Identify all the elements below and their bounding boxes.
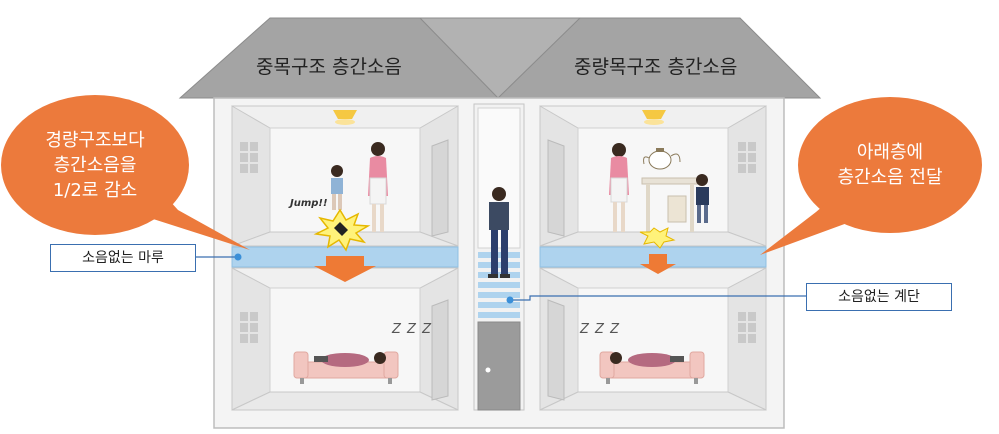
door-icon <box>547 299 565 401</box>
sofa-icon <box>293 351 399 384</box>
bubble-left-line-1: 경량구조보다 <box>45 130 145 151</box>
zzz-left: Z Z Z <box>392 322 432 337</box>
silent-stairs <box>478 252 520 318</box>
left-rooms <box>231 105 459 411</box>
sofa-icon <box>599 351 705 384</box>
door-icon <box>431 299 449 401</box>
noise-arrow-left <box>314 256 376 282</box>
bubble-right-line-1: 아래층에 <box>856 142 924 163</box>
bubble-right-text: 아래층에 층간소음 전달 <box>810 140 970 190</box>
window-icon <box>240 312 258 343</box>
roof-label-right: 중량목구조 층간소음 <box>574 56 738 78</box>
impact-burst-icon <box>639 227 676 249</box>
bubble-left-text: 경량구조보다 층간소음을 1/2로 감소 <box>15 128 175 203</box>
bubble-left-line-2: 층간소음을 <box>53 155 137 176</box>
jump-text: Jump!! <box>290 198 328 209</box>
lamp-icon <box>333 110 357 125</box>
door-icon <box>547 139 565 237</box>
callout-stairs: 소음없는 계단 <box>806 283 952 311</box>
person-icon <box>696 174 709 223</box>
roof <box>178 17 822 104</box>
lamp-icon <box>642 110 666 125</box>
teapot-icon <box>643 148 681 170</box>
window-icon <box>738 142 756 173</box>
person-icon <box>488 187 510 278</box>
person-icon <box>609 143 629 232</box>
speech-bubble-left <box>1 95 250 250</box>
person-icon <box>314 352 386 367</box>
door-icon <box>431 139 449 237</box>
bubble-right-line-2: 층간소음 전달 <box>837 167 943 188</box>
stairwell-door <box>477 321 521 411</box>
table-icon <box>641 177 699 232</box>
callout-connector-stairs <box>506 295 806 304</box>
bubble-left-line-3: 1/2로 감소 <box>52 180 138 201</box>
window-icon <box>240 142 258 173</box>
window-icon <box>738 312 756 343</box>
person-icon <box>368 142 388 232</box>
callout-floor: 소음없는 마루 <box>50 244 196 272</box>
person-icon <box>331 165 343 210</box>
callout-connector-floor <box>196 253 242 261</box>
noise-arrow-right <box>640 254 676 274</box>
person-icon <box>610 352 684 367</box>
roof-label-left: 중목구조 층간소음 <box>256 56 402 78</box>
speech-bubble-right <box>760 97 982 255</box>
zzz-right: Z Z Z <box>580 322 620 337</box>
